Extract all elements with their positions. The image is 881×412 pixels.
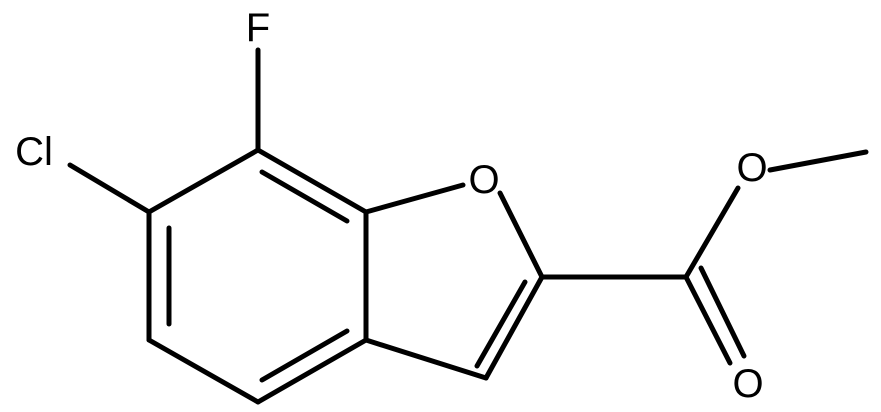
bond-c6-cl — [67, 162, 152, 215]
bond-ccarbonyl-ocarbonyl-b — [698, 265, 747, 359]
bond-c2-c3-inner — [474, 279, 528, 369]
bond-oester-methyl — [767, 149, 869, 173]
bond-c6-c7 — [146, 147, 261, 215]
bond-c7-c7a — [255, 147, 369, 215]
bond-ccarbonyl-oester — [683, 185, 741, 280]
bond-c7a-o1 — [363, 182, 466, 215]
ring-oxygen-label: O — [468, 158, 499, 202]
bond-o1-c2 — [497, 190, 545, 280]
bond-c4-c5 — [146, 337, 261, 405]
bond-c3-c3a — [363, 337, 489, 381]
carbonyl-oxygen-label: O — [732, 362, 763, 406]
bond-ccarbonyl-ocarbonyl-a — [683, 274, 733, 366]
bond-c3a-c4 — [255, 337, 369, 405]
bond-c2-c3 — [483, 274, 545, 381]
bonds — [67, 47, 869, 405]
bond-c3a-c4-inner — [259, 328, 350, 383]
chlorine-label: Cl — [15, 130, 53, 174]
ester-oxygen-label: O — [736, 146, 767, 190]
bond-c7-c7a-inner — [259, 169, 350, 224]
atom-labels: F Cl O O O — [15, 6, 767, 406]
fluorine-label: F — [246, 6, 270, 50]
